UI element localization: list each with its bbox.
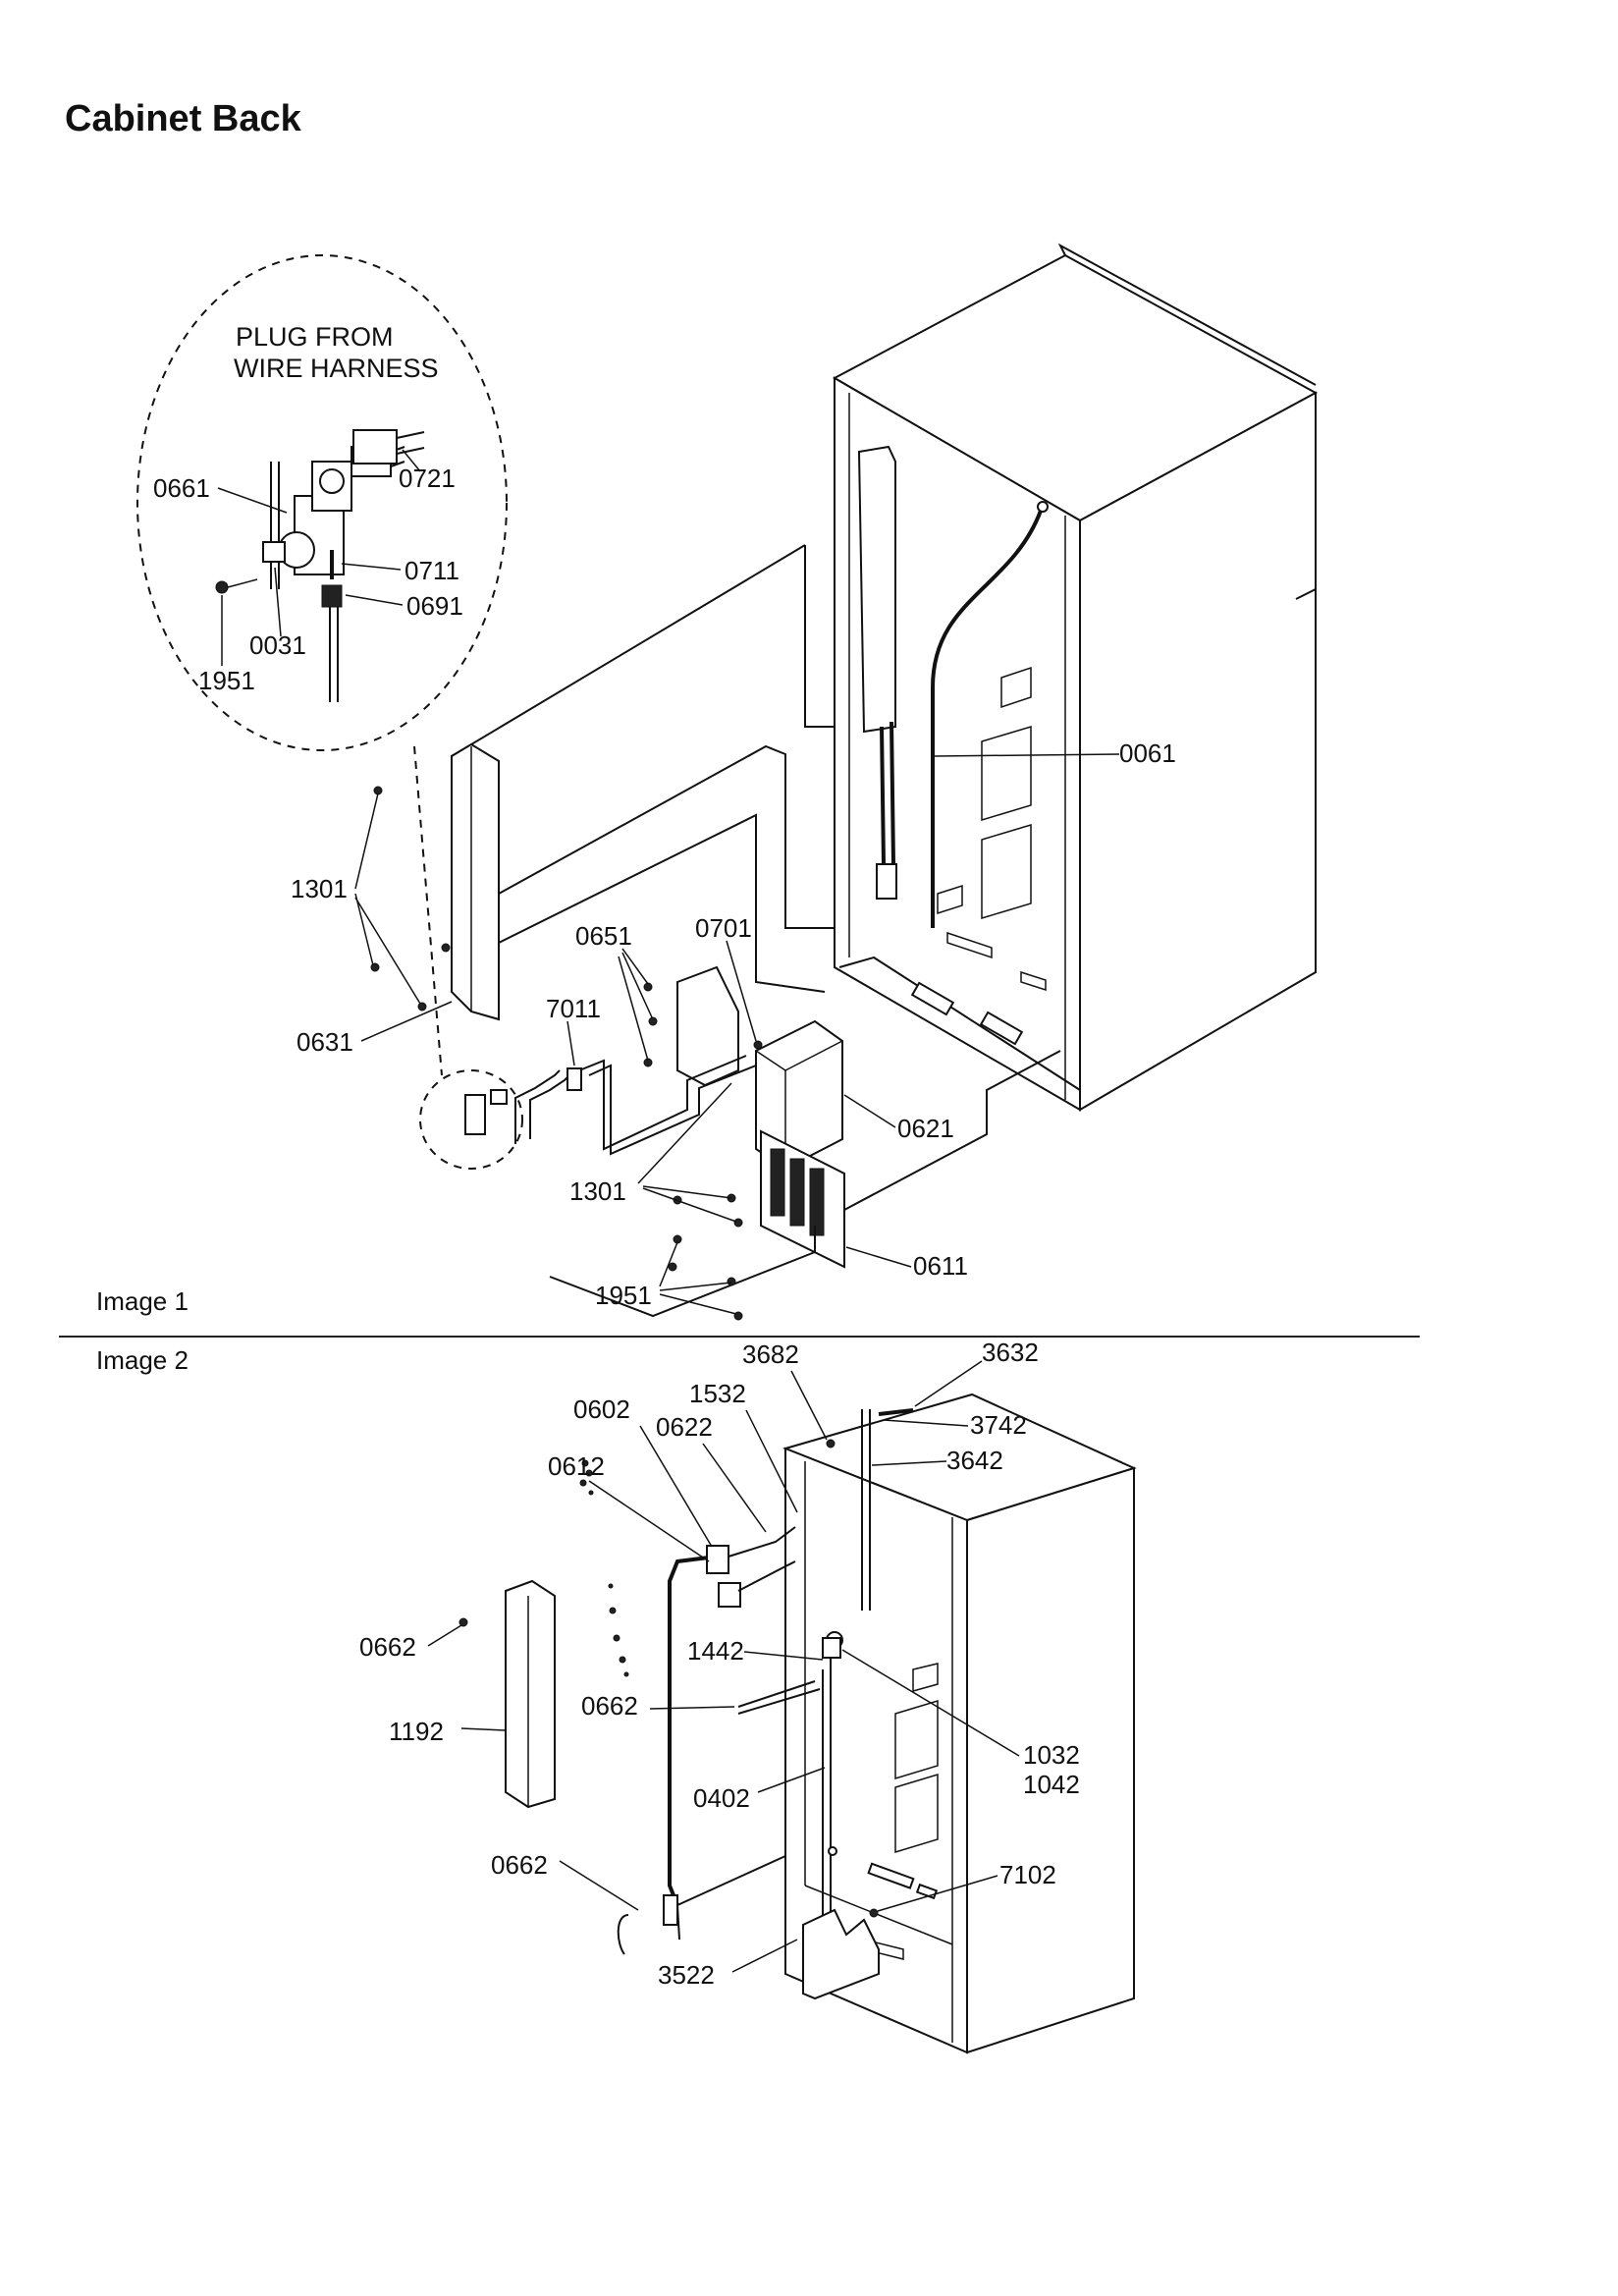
part-0031: 0031 <box>249 630 306 660</box>
part-0622: 0622 <box>656 1412 713 1442</box>
control-box-image1: 0651 0621 0701 7011 0611 <box>419 913 1061 1321</box>
refrigerator-cabinet-image2 <box>782 1393 1137 2054</box>
parts-image2: 1192 0662 0612 0602 0622 1532 3682 3632 <box>359 1338 1080 2000</box>
part-0402: 0402 <box>693 1783 750 1813</box>
back-panel-assembly: 1301 0631 <box>291 544 835 1076</box>
part-1192: 1192 <box>389 1717 444 1746</box>
part-0691: 0691 <box>406 591 463 621</box>
callout-note-line1: PLUG FROM <box>236 322 394 352</box>
part-7011: 7011 <box>546 994 601 1023</box>
refrigerator-cabinet-image1: 0061 <box>832 243 1319 1112</box>
part-0721: 0721 <box>399 464 456 493</box>
part-0602: 0602 <box>573 1394 630 1424</box>
part-1301-upper: 1301 <box>291 874 348 903</box>
part-7102: 7102 <box>999 1860 1056 1889</box>
part-1032: 1032 <box>1023 1740 1080 1770</box>
part-0612: 0612 <box>548 1451 605 1481</box>
part-0611: 0611 <box>913 1251 968 1281</box>
part-0661: 0661 <box>153 473 210 503</box>
part-1532: 1532 <box>689 1379 746 1408</box>
section-divider <box>59 1336 1420 1338</box>
part-3522: 3522 <box>658 1960 715 1990</box>
part-1042: 1042 <box>1023 1770 1080 1799</box>
part-0621: 0621 <box>897 1114 954 1143</box>
part-1442: 1442 <box>687 1636 744 1666</box>
page-title: Cabinet Back <box>65 98 301 139</box>
part-3682: 3682 <box>742 1339 799 1369</box>
part-0701: 0701 <box>695 913 752 943</box>
part-0651: 0651 <box>575 921 632 951</box>
part-0662-upper: 0662 <box>359 1632 416 1662</box>
part-1951-upper: 1951 <box>198 666 255 695</box>
part-3632: 3632 <box>982 1338 1039 1367</box>
part-1301-lower: 1301 <box>569 1176 626 1206</box>
part-3742: 3742 <box>970 1410 1027 1440</box>
callout-note-line2: WIRE HARNESS <box>234 354 439 383</box>
part-0631: 0631 <box>297 1027 353 1057</box>
image-2-label: Image 2 <box>96 1345 189 1375</box>
part-0711: 0711 <box>404 556 459 585</box>
detail-callout: PLUG FROM WIRE HARNESS 0721 0661 0711 06 <box>136 254 508 751</box>
part-0061: 0061 <box>1119 738 1176 768</box>
part-0662-lower: 0662 <box>491 1850 548 1880</box>
image-1-label: Image 1 <box>96 1286 189 1316</box>
part-0662-middle: 0662 <box>581 1691 638 1721</box>
part-3642: 3642 <box>946 1446 1003 1475</box>
part-1951-lower: 1951 <box>595 1281 652 1310</box>
